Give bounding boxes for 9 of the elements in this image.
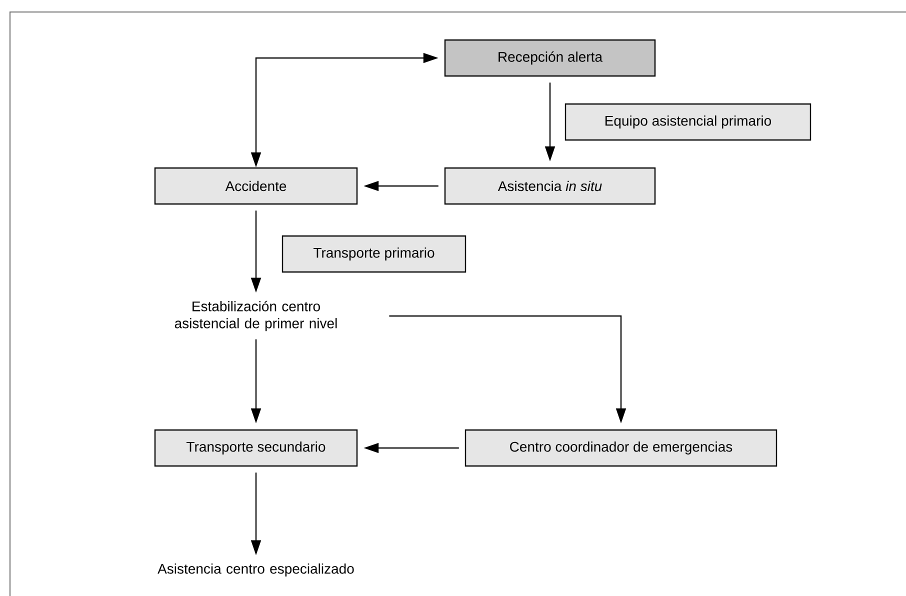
- process-box: Centro coordinador de emergencias: [464, 429, 778, 467]
- process-box: Accidente: [154, 167, 358, 205]
- process-box: Equipo asistencial primario: [564, 103, 812, 141]
- process-box: Transporte secundario: [154, 429, 358, 467]
- step-text: Asistencia centro especializado: [158, 563, 354, 577]
- process-box: Recepción alerta: [444, 39, 656, 77]
- step-text: Estabilización centro asistencial de primer nivel: [174, 300, 337, 332]
- process-box: Asistencia in situ: [444, 167, 656, 205]
- process-box: Transporte primario: [282, 235, 466, 273]
